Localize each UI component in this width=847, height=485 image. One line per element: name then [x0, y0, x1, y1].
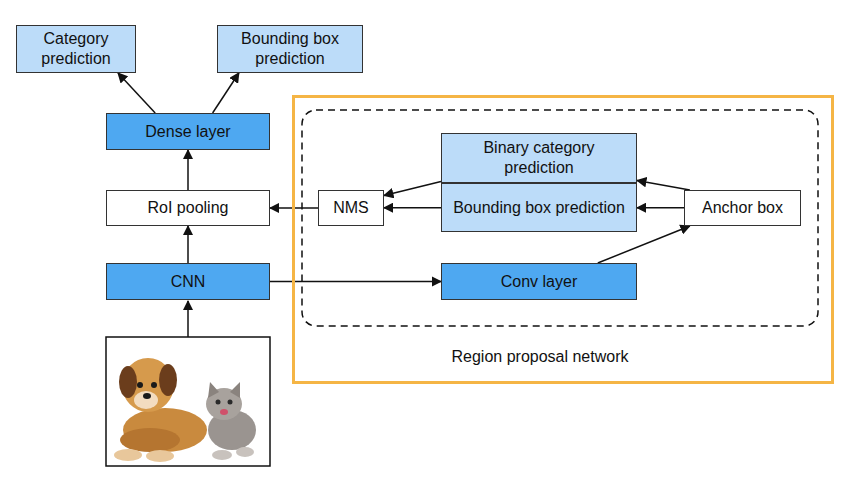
box-label: Dense layer	[145, 122, 230, 142]
conv-box: Conv layer	[441, 263, 637, 300]
anchor-box: Anchor box	[684, 190, 801, 226]
output-box: Bounding box prediction	[441, 183, 637, 232]
flow-arrow	[187, 226, 189, 263]
cnn-box: CNN	[106, 263, 270, 300]
box-label: Bounding box prediction	[453, 198, 625, 218]
box-label: RoI pooling	[148, 198, 229, 218]
box-label: Category prediction	[23, 29, 129, 69]
flow-arrow	[384, 207, 441, 209]
pooling-box: RoI pooling	[106, 190, 270, 226]
nms-box: NMS	[318, 190, 384, 226]
input-image	[106, 337, 270, 466]
flow-arrow	[384, 182, 441, 196]
box-label: Anchor box	[702, 198, 783, 218]
dense-box: Dense layer	[106, 113, 270, 150]
box-label: Conv layer	[501, 272, 577, 292]
output-box: Category prediction	[16, 25, 136, 73]
image-arrow	[187, 301, 189, 337]
output-box: Binary category prediction	[441, 133, 637, 183]
flow-arrow	[213, 73, 239, 113]
box-label: Binary category prediction	[448, 138, 630, 178]
region-label: Region proposal network	[390, 347, 690, 367]
box-label: Bounding box prediction	[224, 29, 356, 69]
rpn-dashed-frame	[302, 110, 818, 326]
flow-arrow	[637, 181, 690, 191]
box-label: NMS	[333, 198, 369, 218]
box-label: CNN	[171, 272, 206, 292]
flow-arrow	[187, 150, 189, 190]
flow-arrow	[270, 281, 441, 283]
region-frame: Region proposal network Binary category p…	[292, 95, 834, 384]
flow-arrow	[118, 73, 155, 113]
output-box: Bounding box prediction	[217, 25, 363, 73]
flow-arrow	[637, 207, 684, 209]
